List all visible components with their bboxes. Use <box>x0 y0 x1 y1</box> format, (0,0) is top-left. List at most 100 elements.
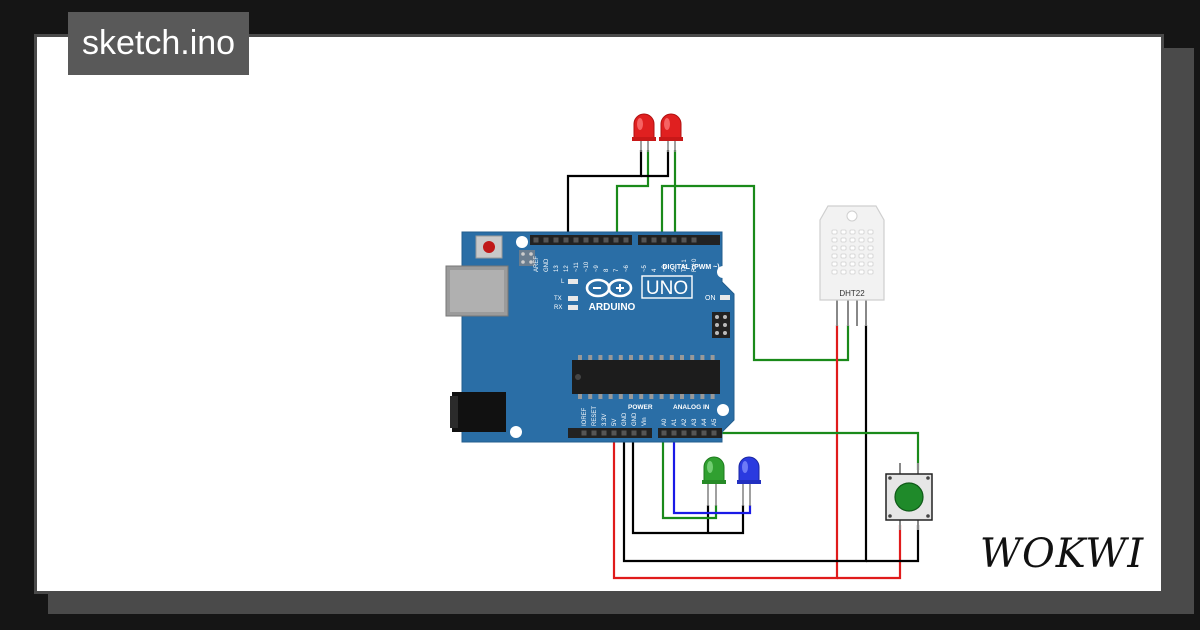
chip-leg <box>659 355 664 360</box>
reset-button[interactable] <box>483 241 495 253</box>
wire-red-button[interactable] <box>837 525 902 580</box>
header-pin[interactable] <box>711 430 717 436</box>
chip-leg <box>710 394 715 399</box>
digital-pin-label: 8 <box>604 268 610 272</box>
power-jack-edge <box>450 396 458 428</box>
digital-pin-label: ~9 <box>594 264 600 272</box>
header-pin[interactable] <box>691 237 697 243</box>
wire-green-led1-pin[interactable] <box>615 150 650 240</box>
wire-green-dht-data[interactable] <box>660 184 850 362</box>
chip-notch <box>575 374 581 380</box>
wire-blue-a1-led[interactable] <box>672 432 752 515</box>
chip-leg <box>608 394 613 399</box>
header-pin[interactable] <box>601 430 607 436</box>
wire-black-led1-gnd[interactable] <box>566 150 643 240</box>
blue-led[interactable] <box>737 456 761 506</box>
analog-pin-label: A0 <box>662 418 668 426</box>
chip-leg <box>608 355 613 360</box>
chip-leg <box>629 394 633 399</box>
wire-red-5v[interactable] <box>612 325 839 580</box>
wire-black-gnd[interactable] <box>622 325 868 563</box>
arduino-uno-board[interactable]: UNO ARDUINO DIGITAL (PWM ~) ON L TX RX P… <box>445 231 735 443</box>
header-pin[interactable] <box>533 237 539 243</box>
power-pin-label: GND <box>622 412 628 426</box>
arduino-logo <box>585 278 633 298</box>
header-pin[interactable] <box>543 237 549 243</box>
header-pin[interactable] <box>613 237 619 243</box>
dht22-vent-slot <box>840 229 847 235</box>
chip-leg <box>680 394 684 399</box>
power-pin-label: GND <box>632 412 638 426</box>
file-name-tab[interactable]: sketch.ino <box>68 12 250 75</box>
header-pin[interactable] <box>661 237 667 243</box>
chip-leg <box>690 355 695 360</box>
header-pin[interactable] <box>641 237 647 243</box>
power-header <box>568 428 652 438</box>
tx-led <box>568 296 578 301</box>
dht22-vent-slot <box>858 245 865 251</box>
header-pin[interactable] <box>583 237 589 243</box>
red-led-2[interactable] <box>659 113 683 152</box>
usb-connector-inner <box>450 270 504 312</box>
push-button[interactable] <box>885 463 933 530</box>
dht22-vent-slot <box>840 237 847 243</box>
header-pin[interactable] <box>641 430 647 436</box>
digital-pin-label: 4 <box>652 268 658 272</box>
mounting-hole <box>510 426 522 438</box>
header-pin[interactable] <box>691 430 697 436</box>
digital-pin-label: AREF <box>534 256 540 272</box>
digital-pin-label: GND <box>544 258 550 272</box>
header-pin[interactable] <box>593 237 599 243</box>
board-model-label: UNO <box>646 278 688 299</box>
header-pin[interactable] <box>553 237 559 243</box>
dht22-sensor[interactable]: DHT22 <box>819 205 885 326</box>
header-pin[interactable] <box>581 430 587 436</box>
button-cap[interactable] <box>894 482 924 512</box>
header-pin[interactable] <box>573 237 579 243</box>
chip-leg <box>649 355 654 360</box>
dht22-vent-slot <box>867 253 874 259</box>
header-pin[interactable] <box>651 237 657 243</box>
digital-pin-label: RX 0 <box>692 258 698 272</box>
wire-black-led-gnd[interactable] <box>631 432 745 535</box>
dht22-vent-slot <box>831 229 838 235</box>
header-pin[interactable] <box>681 430 687 436</box>
header-pin[interactable] <box>701 430 707 436</box>
wokwi-logo: WOKWI <box>980 531 1144 577</box>
chip-leg <box>700 394 705 399</box>
power-label: POWER <box>628 404 653 411</box>
red-led-1[interactable] <box>632 113 656 152</box>
dht22-vent-slot <box>849 237 856 243</box>
green-led[interactable] <box>702 456 726 506</box>
dht22-vent-slot <box>849 253 856 259</box>
header-pin[interactable] <box>631 430 637 436</box>
header-pin[interactable] <box>661 430 667 436</box>
header-pin[interactable] <box>623 237 629 243</box>
wokwi-brand: WOKWI <box>980 531 1144 577</box>
header-pin[interactable] <box>603 237 609 243</box>
wire-black-led2[interactable] <box>641 150 670 178</box>
digital-pin-label: ~3 <box>662 264 668 272</box>
header-pin[interactable] <box>611 430 617 436</box>
tx-label: TX <box>554 296 562 302</box>
chip-leg <box>659 394 664 399</box>
chip-leg <box>588 394 593 399</box>
header-pin[interactable] <box>681 237 687 243</box>
dht22-vent-slot <box>831 253 838 259</box>
header-pin[interactable] <box>671 430 677 436</box>
header-pin[interactable] <box>591 430 597 436</box>
header-pin[interactable] <box>621 430 627 436</box>
header-pin[interactable] <box>671 237 677 243</box>
wires <box>566 150 920 580</box>
chip-leg <box>618 394 623 399</box>
chip-leg <box>639 355 644 360</box>
bottom-header-pins <box>581 430 717 436</box>
dht22-vent-slot <box>849 261 856 267</box>
wire-black-button[interactable] <box>866 525 920 563</box>
power-pin-label: Vin <box>642 417 648 426</box>
header-pin[interactable] <box>563 237 569 243</box>
wire-green-a0-led[interactable] <box>661 432 718 520</box>
dht22-vent-slot <box>867 237 874 243</box>
wire-green-a2-button[interactable] <box>716 431 920 470</box>
